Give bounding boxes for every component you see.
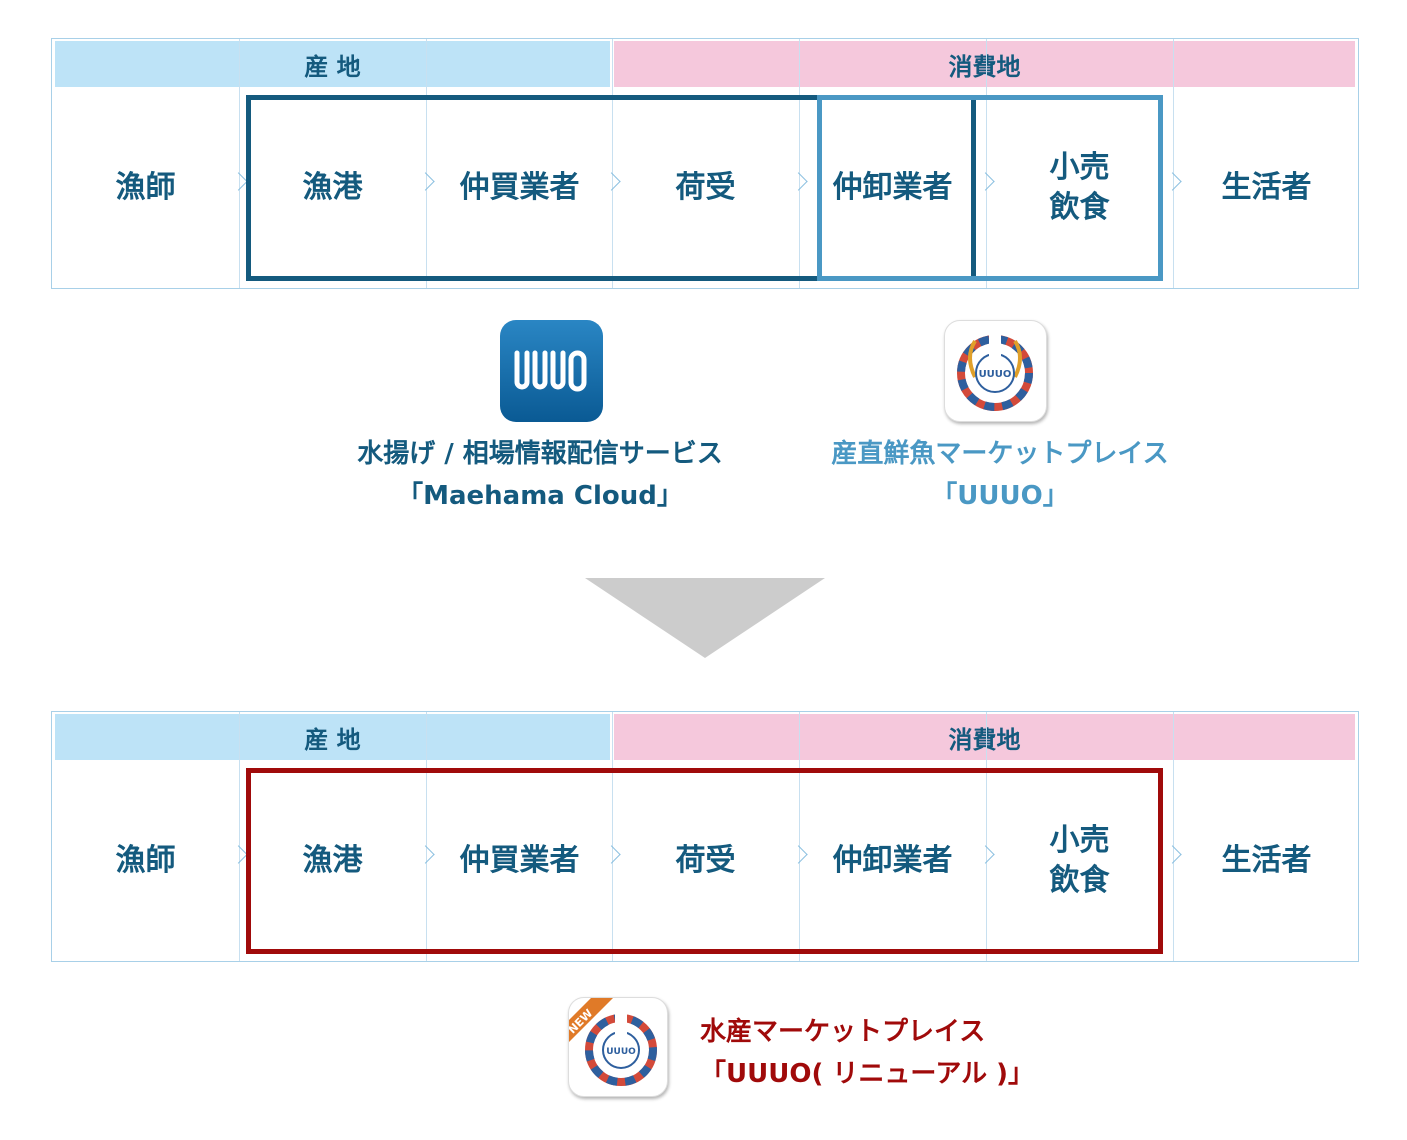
stage-broker: 仲買業者 [459, 169, 580, 205]
stage-receiver: 荷受 [675, 169, 736, 205]
stage-fisherman: 漁師 [115, 842, 176, 878]
uuuo-scope-frame [817, 95, 1163, 281]
maehama-cloud-app-icon [500, 320, 603, 422]
uuuo-icon-text: UUUO [979, 369, 1012, 380]
stage-receiver: 荷受 [675, 842, 736, 878]
stage-fisherman: 漁師 [115, 169, 176, 205]
stage-intermediate-wholesaler: 仲卸業者 [832, 169, 953, 205]
uuuo-app-icon: UUUO [944, 320, 1047, 422]
consumption-band: 消費地 [614, 714, 1355, 760]
uuuo-caption: 産直鮮魚マーケットプレイス 「UUUO」 [831, 439, 1169, 511]
stage-fishing-port: 漁港 [302, 169, 363, 205]
stage-retail-restaurant: 小売 飲食 [1049, 149, 1110, 226]
stage-fishing-port: 漁港 [302, 842, 363, 878]
stage-consumer: 生活者 [1221, 842, 1312, 878]
maehama-cloud-caption: 水揚げ / 相場情報配信サービス 「Maehama Cloud」 [357, 439, 723, 511]
uuuo-renewal-app-icon: UUUO NEW [568, 997, 668, 1097]
transition-arrow-down-icon [585, 578, 825, 658]
stage-consumer: 生活者 [1221, 169, 1312, 205]
uuuo-renewal-icon-text: UUUO [606, 1047, 636, 1057]
maehama-cloud-scope-frame [246, 95, 976, 281]
flow-diagram-before: 産 地 消費地 漁師 漁港 仲買業者 荷受 仲卸業者 小売 飲食 生活者 [51, 38, 1359, 289]
stage-broker: 仲買業者 [459, 842, 580, 878]
consumption-band: 消費地 [614, 41, 1355, 87]
origin-band: 産 地 [55, 714, 610, 760]
uuuo-renewal-scope-frame [246, 768, 1163, 954]
stage-intermediate-wholesaler: 仲卸業者 [832, 842, 953, 878]
flow-diagram-after: 産 地 消費地 漁師 漁港 仲買業者 荷受 仲卸業者 小売 飲食 生活者 [51, 711, 1359, 962]
uuuo-renewal-caption: 水産マーケットプレイス 「UUUO( リニューアル )」 [700, 1017, 1035, 1089]
origin-band: 産 地 [55, 41, 610, 87]
stage-retail-restaurant: 小売 飲食 [1049, 822, 1110, 899]
